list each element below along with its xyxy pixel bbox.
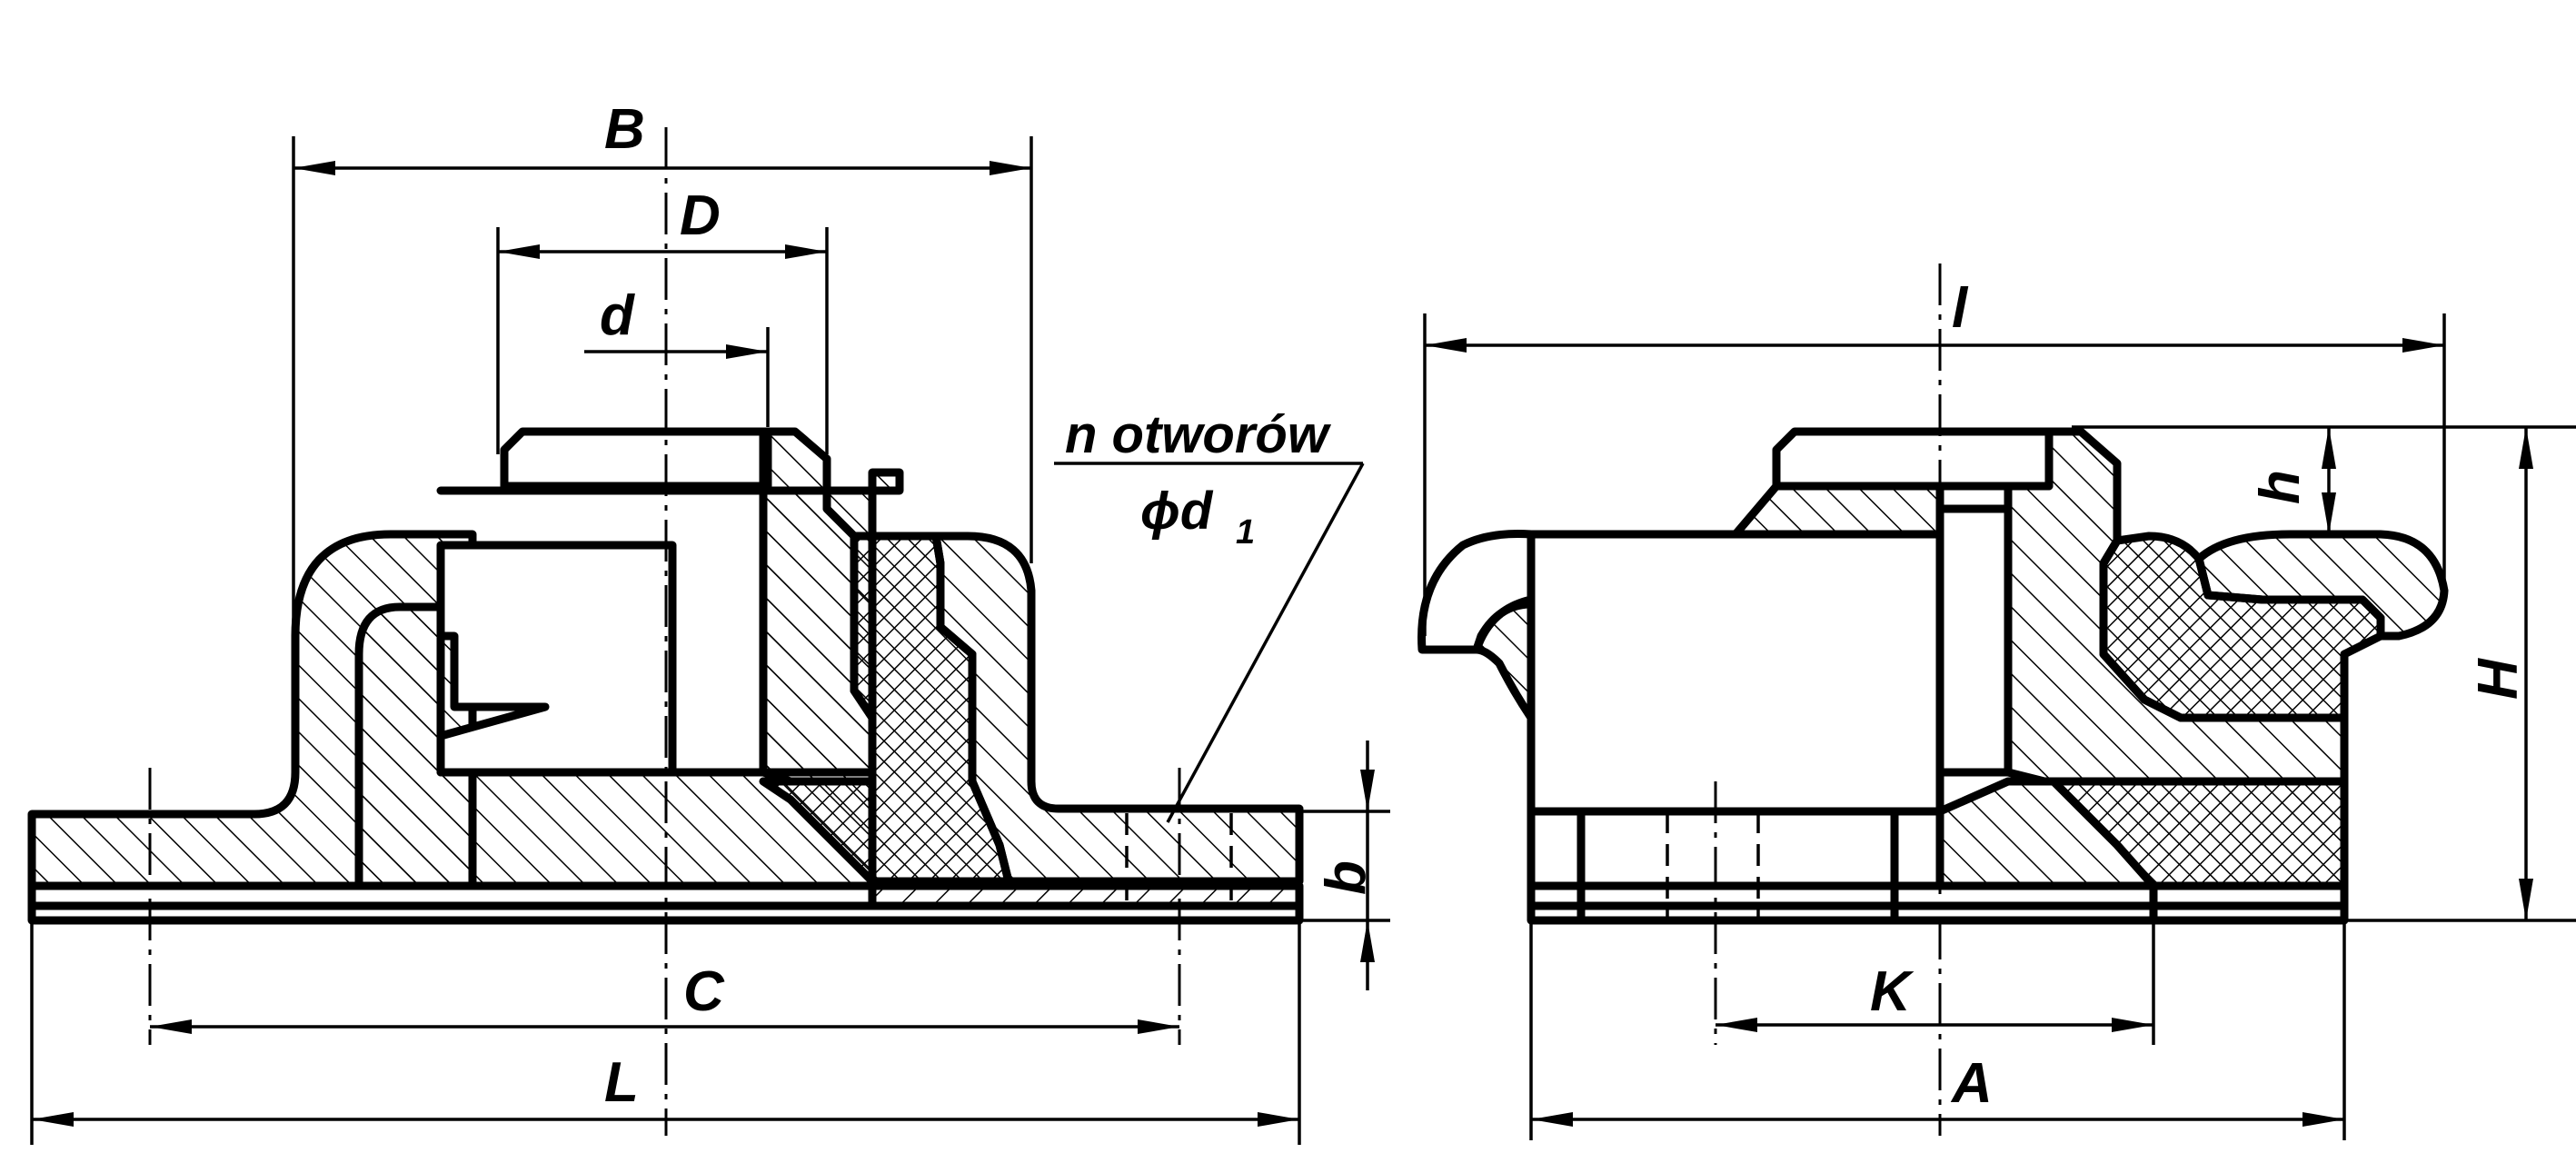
label-C: C <box>683 960 725 1023</box>
right-cap-neck <box>1731 482 1944 539</box>
right-base-block <box>1527 807 1944 890</box>
right-base-bottom <box>1527 901 2349 925</box>
right-left-lip-inner <box>1472 595 1536 722</box>
note-line1: n otworów <box>1065 405 1332 464</box>
label-L: L <box>604 1051 639 1114</box>
right-main-body <box>1527 530 1944 816</box>
label-K: K <box>1870 960 1915 1023</box>
left-view: B D d C L b n otworów ϕd 1 <box>27 98 1390 1145</box>
right-top-cap <box>1772 427 2054 491</box>
left-base-flange <box>27 530 877 902</box>
right-view: l h H K A <box>1417 263 2576 1140</box>
note-leader <box>1166 462 1365 823</box>
right-cap-stem <box>1935 504 2013 777</box>
label-l: l <box>1952 277 1969 340</box>
label-B: B <box>604 98 645 161</box>
label-h: h <box>2249 470 2312 504</box>
label-D: D <box>680 184 721 247</box>
label-b: b <box>1315 860 1378 895</box>
label-d: d <box>600 284 635 347</box>
left-top-cap <box>500 427 772 491</box>
label-A: A <box>1950 1052 1993 1115</box>
left-bore <box>436 541 677 777</box>
label-H: H <box>2467 658 2530 700</box>
left-outer-housing <box>931 532 1304 886</box>
note-line2: ϕd <box>1140 482 1214 541</box>
note-subscript: 1 <box>1236 513 1255 552</box>
right-outer-housing <box>2194 530 2449 641</box>
